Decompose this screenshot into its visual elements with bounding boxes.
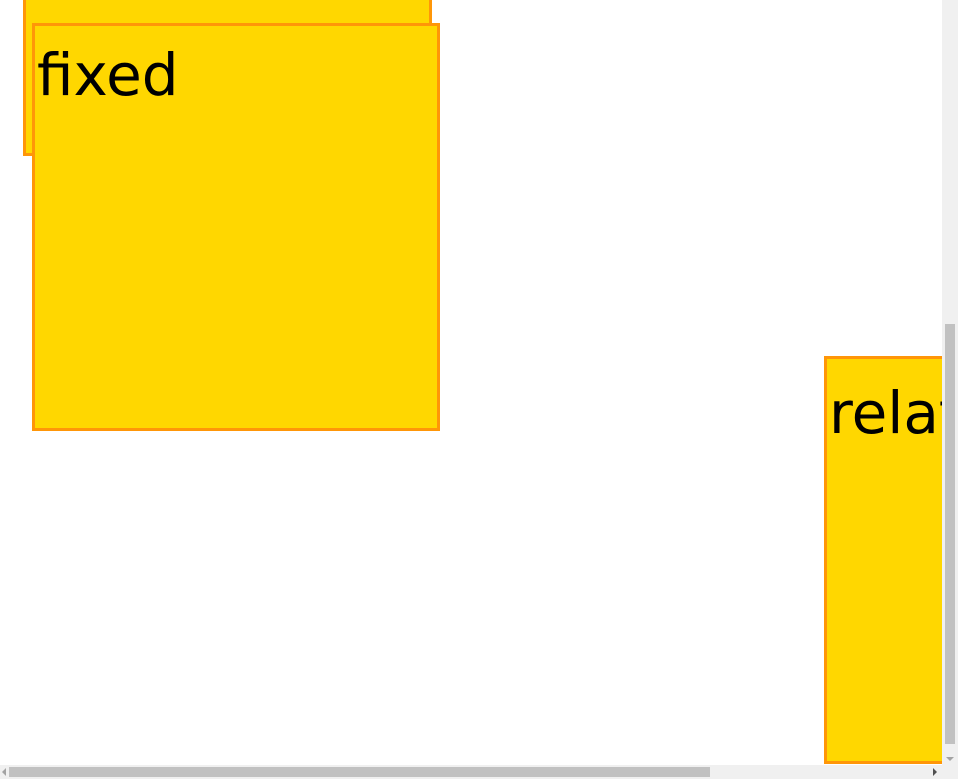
relative-box-label: relative [829,379,942,447]
fixed-box: fixed [32,23,440,431]
arrow-right-icon[interactable] [933,768,937,776]
horizontal-scrollbar[interactable] [0,765,942,779]
fixed-box-label: fixed [37,41,179,109]
page-viewport: fixed relative [23,0,942,764]
vertical-scrollbar[interactable] [942,0,958,765]
scrollbar-corner [942,765,958,779]
arrow-down-icon[interactable] [946,757,954,761]
relative-box: relative [824,356,942,764]
horizontal-scrollbar-thumb[interactable] [9,767,710,777]
vertical-scrollbar-thumb[interactable] [945,324,955,744]
arrow-left-icon[interactable] [2,768,6,776]
